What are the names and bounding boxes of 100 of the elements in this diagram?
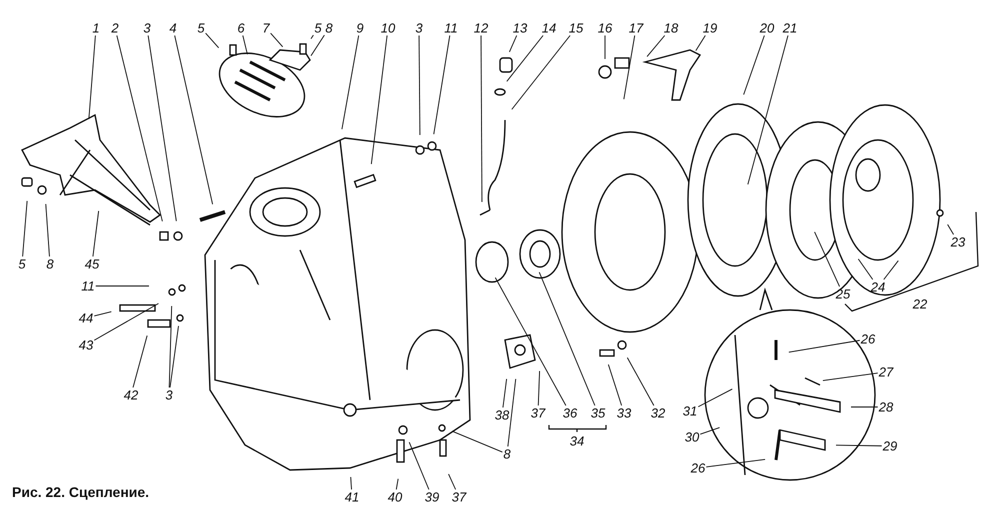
leader-line <box>509 35 518 52</box>
callout-number: 37 <box>530 406 546 420</box>
callout-number: 17 <box>628 20 644 36</box>
callout-number: 11 <box>443 20 459 36</box>
leader-line <box>883 260 899 280</box>
callout-number: 44 <box>78 310 94 326</box>
leader-line <box>418 35 420 136</box>
leader-line <box>788 340 860 353</box>
leader-line <box>747 35 788 185</box>
callout-number: 3 <box>164 388 174 402</box>
leader-line <box>507 378 516 447</box>
leader-line <box>45 204 50 257</box>
leader-line <box>836 444 882 446</box>
callout-number: 10 <box>380 20 396 36</box>
leader-line <box>538 272 596 406</box>
callout-number: 28 <box>878 400 894 414</box>
callout-number: 18 <box>662 20 680 36</box>
callout-number: 1 <box>91 20 101 36</box>
callout-number: 3 <box>414 20 424 36</box>
leader-line <box>695 35 706 52</box>
callout-number: 39 <box>424 490 440 504</box>
callout-number: 26 <box>690 460 706 476</box>
callout-number: 2 <box>110 20 120 36</box>
leader-line <box>947 224 954 235</box>
callout-number: 29 <box>882 438 898 454</box>
callout-number: 23 <box>950 234 966 250</box>
callout-number: 8 <box>324 20 334 36</box>
callout-number: 31 <box>682 404 698 418</box>
leader-line <box>174 35 214 205</box>
callout-number: 7 <box>261 20 271 36</box>
callout-number: 22 <box>912 296 928 312</box>
leader-line <box>94 311 112 316</box>
leader-line <box>116 35 163 222</box>
callout-number: 32 <box>650 406 666 420</box>
callout-number: 34 <box>568 434 586 448</box>
callout-number: 19 <box>702 20 718 36</box>
leader-line <box>341 35 360 130</box>
leader-line <box>502 378 508 408</box>
leader-line <box>608 364 622 406</box>
leader-line <box>396 478 399 490</box>
leader-line <box>858 258 874 280</box>
leader-line <box>408 442 430 490</box>
callout-number: 14 <box>540 20 558 36</box>
callout-number: 30 <box>684 430 700 444</box>
callout-number: 35 <box>590 406 606 420</box>
leader-line <box>205 32 220 48</box>
callout-number: 37 <box>450 490 468 504</box>
leader-line <box>170 325 179 388</box>
callout-number: 8 <box>45 256 55 272</box>
callout-number: 20 <box>758 20 776 36</box>
figure-caption: Рис. 22. Сцепление. <box>12 484 150 500</box>
callout-number: 12 <box>472 20 490 36</box>
callout-number: 15 <box>568 20 584 36</box>
callout-number: 43 <box>78 338 94 352</box>
callout-number: 5 <box>313 20 323 36</box>
leader-line <box>310 34 325 56</box>
callout-number: 11 <box>80 278 96 294</box>
callout-number: 41 <box>344 490 360 504</box>
leader-line <box>148 35 177 222</box>
callout-number: 5 <box>17 256 27 272</box>
callout-number: 40 <box>386 490 404 504</box>
callout-number: 24 <box>870 280 886 294</box>
leader-line <box>92 210 100 257</box>
leader-line <box>646 35 666 58</box>
callout-number: 8 <box>502 446 512 462</box>
callout-number: 9 <box>355 20 365 36</box>
leader-line <box>22 200 28 257</box>
leader-line <box>433 35 450 135</box>
callout-number: 38 <box>494 408 510 422</box>
leader-line <box>604 35 606 60</box>
leader-line <box>511 35 571 110</box>
callout-number: 16 <box>596 20 614 36</box>
callout-number: 26 <box>860 332 876 346</box>
callout-number: 42 <box>122 388 140 402</box>
leader-line <box>698 388 733 408</box>
callout-number: 5 <box>196 20 206 36</box>
leader-line <box>270 32 284 48</box>
leader-line <box>448 474 456 490</box>
callout-number: 13 <box>512 20 528 36</box>
callout-number: 3 <box>142 20 152 36</box>
leader-line <box>310 34 314 40</box>
leader-line <box>626 357 654 406</box>
leader-line <box>850 406 878 408</box>
leader-line <box>350 476 352 490</box>
leader-line <box>494 277 566 406</box>
leader-line <box>480 35 482 202</box>
leader-line <box>706 458 766 468</box>
callout-number: 27 <box>878 364 894 380</box>
callout-number: 33 <box>616 406 632 420</box>
leader-line <box>506 35 544 82</box>
leader-line <box>814 232 840 287</box>
leader-line <box>132 335 148 388</box>
callout-number: 45 <box>84 256 100 272</box>
leader-line <box>94 303 159 341</box>
leader-line <box>370 35 388 165</box>
leader-line <box>168 306 172 388</box>
leader-line <box>452 430 503 453</box>
callout-number: 36 <box>562 406 578 420</box>
leader-line <box>242 35 248 55</box>
leader-line <box>88 35 96 120</box>
